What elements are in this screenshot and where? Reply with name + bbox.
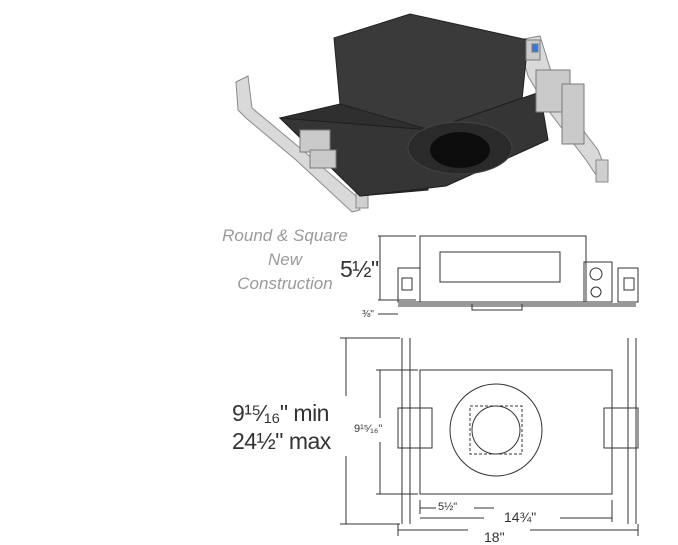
dim-inner-width: 9¹⁵⁄₁₆"	[354, 423, 383, 435]
aperture-opening	[430, 132, 490, 168]
junction-box	[299, 39, 585, 169]
plan-view	[340, 337, 639, 536]
dim-aperture-offset: 5½"	[438, 501, 458, 513]
dim-height: 5½"	[340, 256, 379, 282]
dim-overall-length: 18"	[484, 529, 505, 545]
dim-width-max: 24½" max	[232, 428, 331, 454]
side-bracket-left	[397, 267, 421, 303]
dim-lip: ⅜"	[362, 309, 374, 320]
caption-line-1: Round & Square New	[222, 226, 348, 269]
dim-housing-length: 14¾"	[504, 509, 537, 525]
side-view	[378, 235, 639, 315]
dim-width-min: 9¹⁵⁄₁₆" min	[232, 400, 329, 426]
product-caption: Round & Square New Construction	[210, 224, 360, 296]
side-bracket-right	[583, 261, 639, 303]
caption-line-2: Construction	[237, 274, 333, 293]
